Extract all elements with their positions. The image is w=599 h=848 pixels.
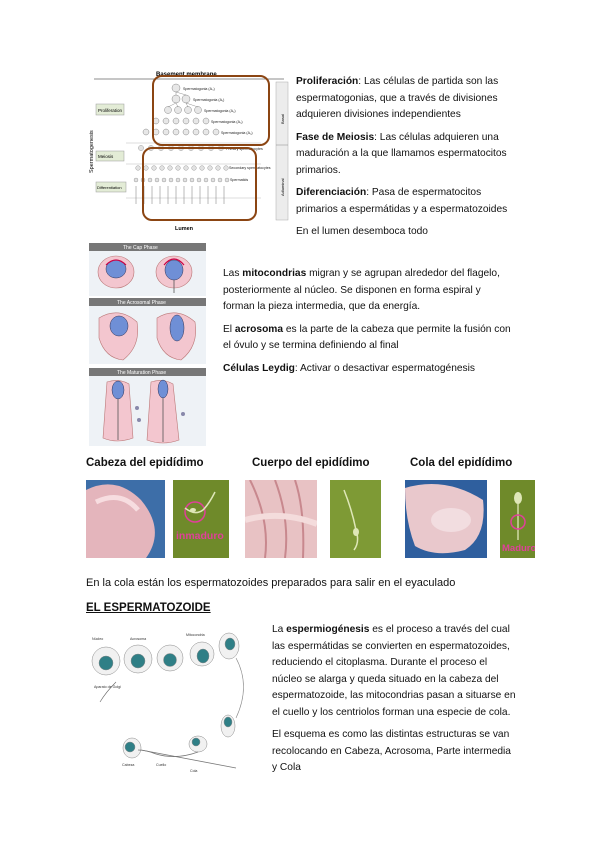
cuerpo-tissue-photo <box>245 480 317 558</box>
epididymis-caption: En la cola están los espermatozoides pre… <box>86 577 456 589</box>
svg-text:Mitocondria: Mitocondria <box>186 633 205 637</box>
cell-label-a1: Spermatogonia (A₁) <box>193 98 224 102</box>
cabeza-sperm-panel: inmaduro <box>173 480 229 558</box>
text-lumen: En el lumen desemboca todo <box>296 226 428 237</box>
text-mitocondrias: migran y se agrupan alrededor del flagel… <box>223 268 500 312</box>
acrosomal-phase-title: The Acrosomal Phase <box>117 300 166 306</box>
svg-text:Núcleo: Núcleo <box>92 637 103 641</box>
spermatozoon-text: La espermiogénesis es el proceso a travé… <box>272 622 516 783</box>
svg-text:Aparato de Golgi: Aparato de Golgi <box>94 685 121 689</box>
mitocondrias-pre: Las <box>223 268 243 279</box>
term-acrosoma: acrosoma <box>234 323 284 335</box>
text-leydig: : Activar o desactivar espermatogénesis <box>294 362 475 374</box>
term-proliferacion: Proliferación <box>296 76 359 87</box>
cell-label-a3: Spermatogonia (A₃) <box>211 120 243 124</box>
heading-espermatozoide: EL ESPERMATOZOIDE <box>86 602 211 614</box>
stage-proliferation: Proliferation <box>98 108 123 113</box>
adluminal-tab-label: Adluminal <box>280 178 285 196</box>
text-esquema: El esquema es como las distintas estruct… <box>272 729 511 773</box>
espermiogenesis-pre: La <box>272 624 287 635</box>
cell-label-a2: Spermatogonia (A₂) <box>204 109 236 113</box>
spermatogenesis-text: Proliferación: Las células de partida so… <box>296 74 520 247</box>
spermatogenesis-diagram: Basement membrane Spermatogenesis Prolif… <box>86 68 291 232</box>
cell-label-a0: Spermatogonia (A₀) <box>183 87 215 91</box>
basal-tab-label: Basal <box>280 114 285 124</box>
text-acrosoma: es la parte de la cabeza que permite la … <box>223 323 511 352</box>
cell-label-a4: Spermatogonia (A₄) <box>221 131 253 135</box>
cell-label-spermatids: Spermatids <box>230 178 248 182</box>
term-leydig: Células Leydig <box>223 362 295 374</box>
spermatogenesis-side-label: Spermatogenesis <box>89 130 95 173</box>
cap-phase-figure: The Cap Phase <box>89 243 206 296</box>
stage-meiosis: Meiosis <box>98 154 114 159</box>
label-maduro: Maduro <box>502 543 535 554</box>
term-espermiogenesis: espermiogénesis <box>286 624 370 635</box>
cola-tissue-photo <box>405 480 487 558</box>
maturation-phase-figure: The Maturation Phase <box>89 368 206 446</box>
acrosoma-pre: El <box>223 323 235 335</box>
heading-cuerpo: Cuerpo del epidídimo <box>252 457 370 469</box>
cuerpo-sperm-panel <box>330 480 381 558</box>
svg-text:Cola: Cola <box>190 769 197 773</box>
heading-cola: Cola del epidídimo <box>410 457 513 469</box>
acrosomal-phase-figure: The Acrosomal Phase <box>89 298 206 364</box>
cap-phase-title: The Cap Phase <box>123 245 158 251</box>
cola-sperm-panel: Maduro <box>500 480 535 558</box>
text-meiosis: : Las células adquieren una maduración a… <box>296 131 507 176</box>
text-diferenciacion: : Pasa de espermatocitos primarios a esp… <box>296 187 508 215</box>
cabeza-tissue-photo <box>86 480 165 558</box>
maturation-phase-title: The Maturation Phase <box>117 370 166 376</box>
lumen-label: Lumen <box>175 226 194 232</box>
text-proliferacion: : Las células de partida son las esperma… <box>296 76 499 120</box>
text-espermiogenesis: es el proceso a través del cual las espe… <box>272 624 516 718</box>
svg-text:Cabeza: Cabeza <box>122 763 134 767</box>
stage-differentiation: Differentiation <box>97 185 122 190</box>
term-mitocondrias: mitocondrias <box>242 268 307 279</box>
svg-text:Cuello: Cuello <box>156 763 166 767</box>
term-diferenciacion: Diferenciación <box>296 187 367 198</box>
heading-cabeza: Cabeza del epidídimo <box>86 457 204 469</box>
phases-text: Las mitocondrias migran y se agrupan alr… <box>223 266 513 383</box>
cell-label-secondary: Secondary spermatocytes <box>229 166 271 170</box>
svg-text:Acrosoma: Acrosoma <box>130 637 146 641</box>
term-meiosis: Fase de Meiosis <box>296 131 375 143</box>
label-inmaduro: inmaduro <box>176 530 224 542</box>
